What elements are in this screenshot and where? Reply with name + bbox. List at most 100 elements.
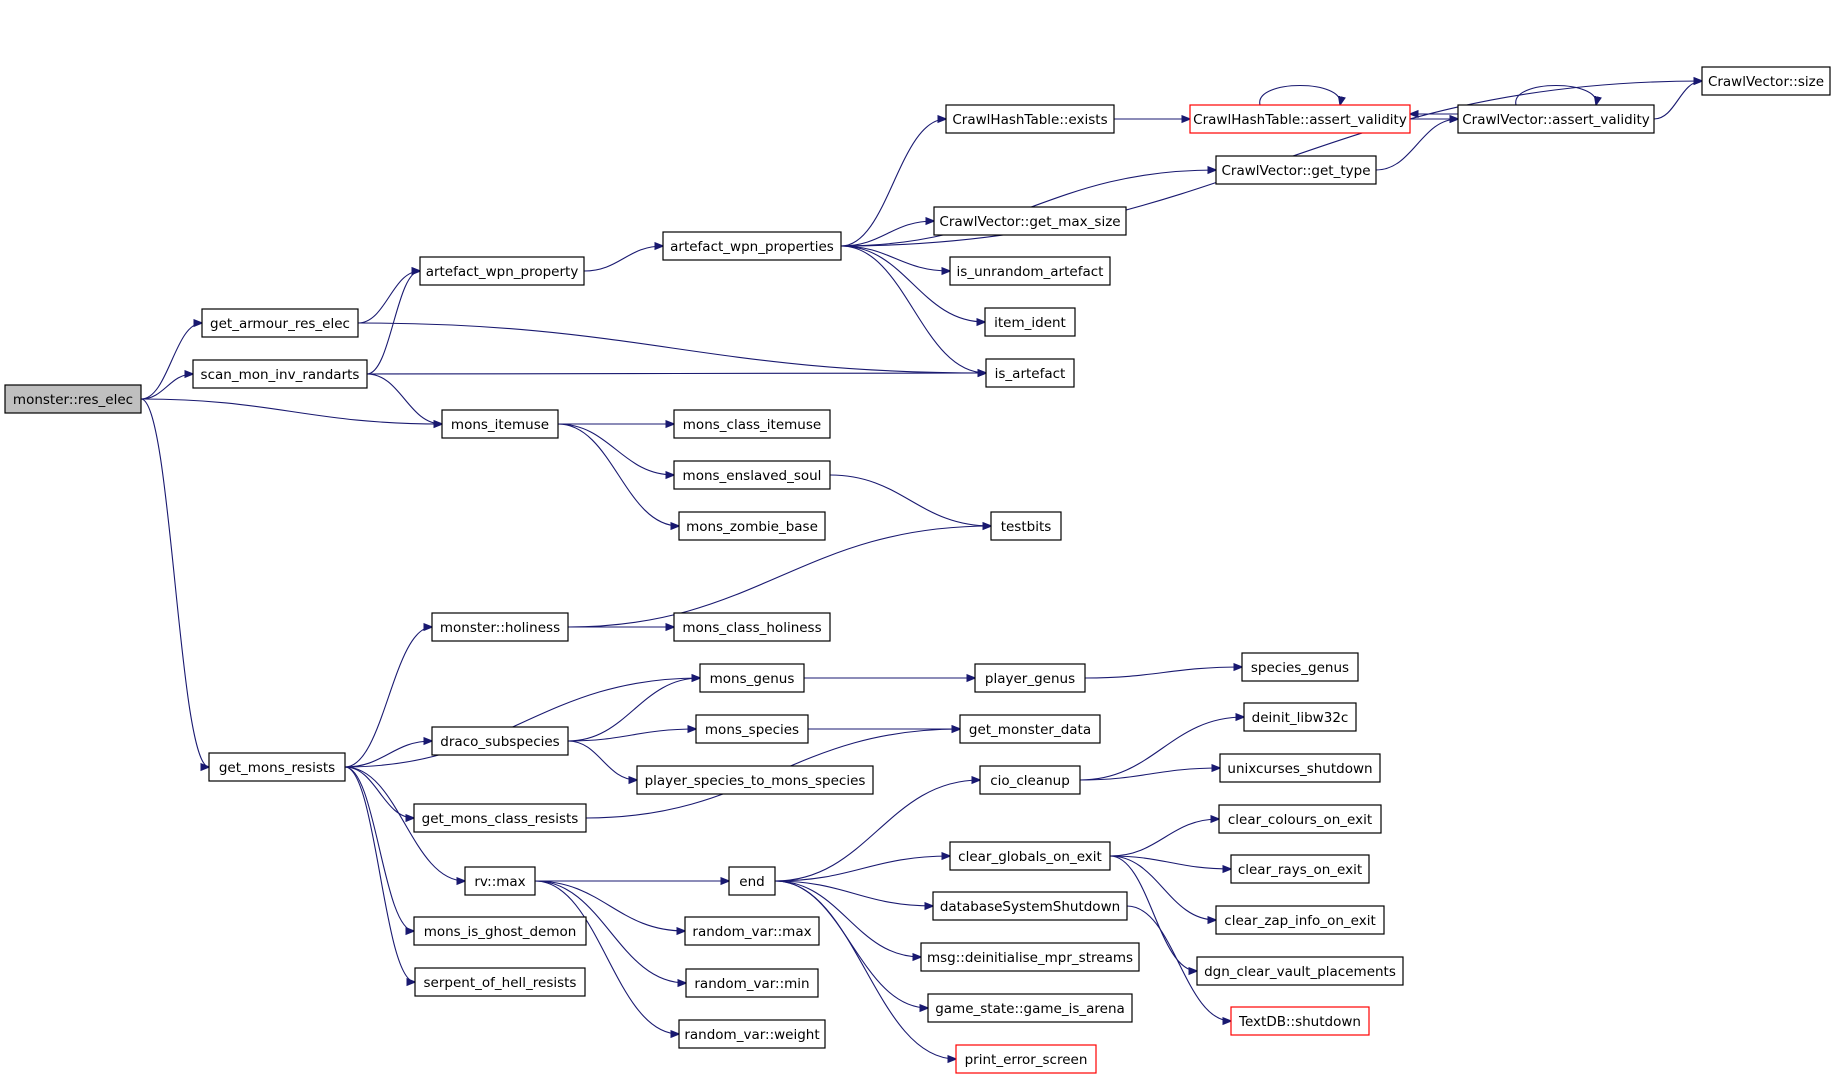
edge-player-genus-to-species-genus <box>1084 667 1242 679</box>
node-box <box>1241 652 1359 682</box>
edge-monster-holiness-to-testbits <box>567 526 991 628</box>
node-crawlhashtable-exists[interactable]: CrawlHashTable::exists <box>945 104 1115 134</box>
node-monster-holiness[interactable]: monster::holiness <box>431 612 569 642</box>
edge-artefact-wpn-properties-to-is-artefact <box>840 245 986 373</box>
edge-artefact-wpn-properties-to-item-ident <box>840 245 985 322</box>
node-cio-cleanup[interactable]: cio_cleanup <box>979 765 1081 795</box>
node-dgn-clear-vault-placements[interactable]: dgn_clear_vault_placements <box>1196 956 1404 986</box>
node-mons-class-holiness[interactable]: mons_class_holiness <box>673 612 831 642</box>
node-label: CrawlVector::get_type <box>1222 163 1371 179</box>
node-mons-class-itemuse[interactable]: mons_class_itemuse <box>673 409 831 439</box>
node-mons-is-ghost-demon[interactable]: mons_is_ghost_demon <box>413 916 587 946</box>
node-random-var-max[interactable]: random_var::max <box>684 916 820 946</box>
node-rv-max[interactable]: rv::max <box>464 866 536 896</box>
node-mons-enslaved-soul[interactable]: mons_enslaved_soul <box>673 460 831 490</box>
node-label: clear_rays_on_exit <box>1238 862 1362 878</box>
edge-rv-max-to-random-var-max <box>534 880 685 931</box>
node-box <box>1219 753 1381 783</box>
node-msg-deinitialise-mpr-streams[interactable]: msg::deinitialise_mpr_streams <box>920 942 1140 972</box>
node-clear-rays-on-exit[interactable]: clear_rays_on_exit <box>1230 854 1370 884</box>
node-deinit-libw32c[interactable]: deinit_libw32c <box>1243 702 1357 732</box>
node-box <box>431 612 569 642</box>
node-player-genus[interactable]: player_genus <box>974 663 1086 693</box>
node-mons-zombie-base[interactable]: mons_zombie_base <box>678 511 826 541</box>
node-end[interactable]: end <box>728 866 776 896</box>
node-box <box>441 409 559 439</box>
node-box <box>974 663 1086 693</box>
node-print-error-screen[interactable]: print_error_screen <box>955 1044 1097 1074</box>
node-box <box>464 866 536 896</box>
edge-scan-mon-inv-randarts-to-mons-itemuse <box>366 373 442 424</box>
node-label: msg::deinitialise_mpr_streams <box>927 950 1133 966</box>
node-get-monster-data[interactable]: get_monster_data <box>959 714 1101 744</box>
node-clear-zap-info-on-exit[interactable]: clear_zap_info_on_exit <box>1215 905 1385 935</box>
node-get-mons-class-resists[interactable]: get_mons_class_resists <box>413 803 587 833</box>
node-mons-species[interactable]: mons_species <box>695 714 809 744</box>
node-get-armour-res-elec[interactable]: get_armour_res_elec <box>201 308 359 338</box>
node-label: is_artefact <box>995 366 1066 382</box>
edge-get-armour-res-elec-to-is-artefact <box>357 322 986 373</box>
node-box <box>419 256 585 286</box>
node-label: mons_class_holiness <box>682 620 821 636</box>
edge-get-mons-resists-to-mons-is-ghost-demon <box>344 766 414 931</box>
edge-monster-res-elec-to-scan-mon-inv-randarts <box>140 374 193 400</box>
node-label: end <box>739 874 764 890</box>
node-databasesystemshutdown[interactable]: databaseSystemShutdown <box>932 891 1128 921</box>
node-is-unrandom-artefact[interactable]: is_unrandom_artefact <box>949 256 1111 286</box>
edge-clear-globals-on-exit-to-clear-zap-info-on-exit <box>1109 855 1216 920</box>
node-crawlvector-size[interactable]: CrawlVector::size <box>1701 66 1831 96</box>
node-crawlvector-get-max-size[interactable]: CrawlVector::get_max_size <box>933 206 1127 236</box>
node-crawlvector-assert-validity[interactable]: CrawlVector::assert_validity <box>1457 104 1655 134</box>
node-box <box>945 104 1115 134</box>
node-box <box>949 256 1111 286</box>
edge-monster-res-elec-to-get-armour-res-elec <box>140 323 202 400</box>
node-item-ident[interactable]: item_ident <box>984 307 1076 337</box>
node-mons-itemuse[interactable]: mons_itemuse <box>441 409 559 439</box>
node-player-species-to-mons-species[interactable]: player_species_to_mons_species <box>636 765 874 795</box>
node-unixcurses-shutdown[interactable]: unixcurses_shutdown <box>1219 753 1381 783</box>
node-label: CrawlHashTable::assert_validity <box>1193 112 1407 128</box>
edge-rv-max-to-random-var-weight <box>534 880 679 1034</box>
node-crawlhashtable-assert-validity[interactable]: CrawlHashTable::assert_validity <box>1189 104 1411 134</box>
node-box <box>662 231 842 261</box>
edge-end-to-clear-globals-on-exit <box>774 856 950 882</box>
node-is-artefact[interactable]: is_artefact <box>985 358 1075 388</box>
node-label: dgn_clear_vault_placements <box>1204 964 1396 980</box>
node-monster-res-elec[interactable]: monster::res_elec <box>4 384 142 414</box>
node-box <box>201 308 359 338</box>
node-label: testbits <box>1001 519 1052 535</box>
node-label: player_species_to_mons_species <box>645 773 866 789</box>
node-species-genus[interactable]: species_genus <box>1241 652 1359 682</box>
node-label: random_var::min <box>694 976 809 992</box>
node-mons-genus[interactable]: mons_genus <box>699 663 805 693</box>
edge-draco-subspecies-to-mons-genus <box>567 678 700 742</box>
node-testbits[interactable]: testbits <box>990 511 1062 541</box>
edge-monster-res-elec-to-mons-itemuse <box>140 398 442 424</box>
node-random-var-weight[interactable]: random_var::weight <box>678 1019 826 1049</box>
node-scan-mon-inv-randarts[interactable]: scan_mon_inv_randarts <box>192 359 368 389</box>
node-label: get_mons_class_resists <box>422 811 579 827</box>
node-random-var-min[interactable]: random_var::min <box>685 968 819 998</box>
node-artefact-wpn-properties[interactable]: artefact_wpn_properties <box>662 231 842 261</box>
node-label: mons_zombie_base <box>686 519 818 535</box>
node-textdb-shutdown[interactable]: TextDB::shutdown <box>1230 1006 1370 1036</box>
node-label: CrawlHashTable::exists <box>952 112 1107 128</box>
edge-end-to-cio-cleanup <box>774 780 980 882</box>
node-box <box>933 206 1127 236</box>
node-box <box>192 359 368 389</box>
node-label: CrawlVector::size <box>1708 74 1824 90</box>
node-clear-globals-on-exit[interactable]: clear_globals_on_exit <box>949 841 1111 871</box>
node-draco-subspecies[interactable]: draco_subspecies <box>431 726 569 756</box>
node-serpent-of-hell-resists[interactable]: serpent_of_hell_resists <box>414 967 586 997</box>
node-label: mons_enslaved_soul <box>683 468 822 484</box>
node-label: clear_globals_on_exit <box>958 849 1102 865</box>
node-label: artefact_wpn_property <box>426 264 579 280</box>
node-clear-colours-on-exit[interactable]: clear_colours_on_exit <box>1218 804 1382 834</box>
node-box <box>990 511 1062 541</box>
node-artefact-wpn-property[interactable]: artefact_wpn_property <box>419 256 585 286</box>
node-label: get_armour_res_elec <box>210 316 350 332</box>
node-game-state-game-is-arena[interactable]: game_state::game_is_arena <box>927 993 1133 1023</box>
node-crawlvector-get-type[interactable]: CrawlVector::get_type <box>1215 155 1377 185</box>
edge-mons-itemuse-to-mons-zombie-base <box>557 423 679 526</box>
node-get-mons-resists[interactable]: get_mons_resists <box>208 752 346 782</box>
